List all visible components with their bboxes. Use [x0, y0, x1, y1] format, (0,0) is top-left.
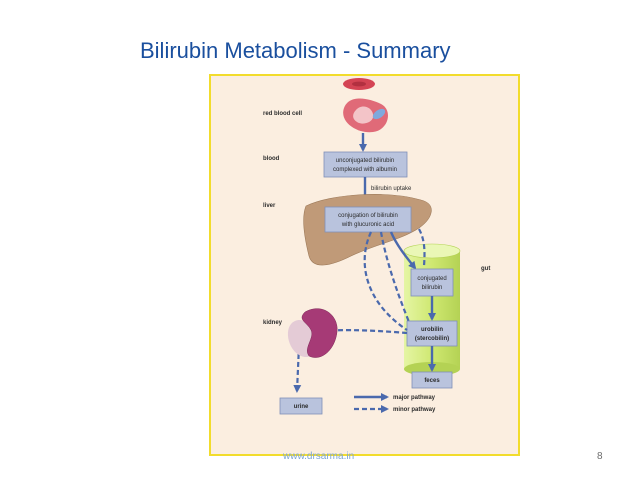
svg-text:urobilin: urobilin: [421, 327, 443, 333]
bilirubin-uptake-label: bilirubin uptake: [371, 186, 412, 192]
page-number: 8: [597, 451, 603, 462]
conjugation-box: conjugation of bilirubin with glucuronic…: [324, 206, 412, 233]
red-blood-cell-icon: [343, 78, 388, 133]
svg-text:unconjugated bilirubin: unconjugated bilirubin: [336, 158, 394, 164]
svg-text:complexed with albumin: complexed with albumin: [333, 167, 397, 173]
label-kidney: kidney: [263, 320, 283, 326]
label-gut: gut: [481, 266, 490, 272]
legend-minor: minor pathway: [393, 407, 436, 413]
figure-frame: red blood cell blood liver kidney gut un…: [209, 74, 520, 456]
label-red-blood-cell: red blood cell: [263, 111, 302, 117]
bilirubin-diagram: red blood cell blood liver kidney gut un…: [211, 76, 518, 454]
minor-pathway-arrows: [293, 228, 426, 393]
svg-text:bilirubin: bilirubin: [422, 285, 443, 291]
label-blood: blood: [263, 156, 280, 162]
svg-text:feces: feces: [424, 378, 440, 384]
unconjugated-bilirubin-box: unconjugated bilirubin complexed with al…: [323, 151, 408, 178]
kidney-icon: [287, 308, 338, 358]
label-liver: liver: [263, 203, 276, 209]
slide-title: Bilirubin Metabolism - Summary: [140, 38, 451, 63]
legend: major pathway minor pathway: [354, 393, 436, 413]
svg-text:conjugated: conjugated: [417, 276, 446, 282]
svg-text:conjugation of bilirubin: conjugation of bilirubin: [338, 213, 398, 219]
footer-url: www.drsarma.in: [283, 451, 355, 462]
svg-text:urine: urine: [294, 404, 309, 410]
svg-text:with glucuronic acid: with glucuronic acid: [341, 222, 394, 228]
svg-text:(stercobilin): (stercobilin): [415, 336, 449, 342]
feces-box: feces: [411, 371, 453, 389]
legend-major: major pathway: [393, 395, 436, 401]
conjugated-bilirubin-box: conjugated bilirubin: [410, 268, 454, 297]
urine-box: urine: [279, 397, 323, 415]
urobilin-box: urobilin (stercobilin): [406, 320, 458, 347]
